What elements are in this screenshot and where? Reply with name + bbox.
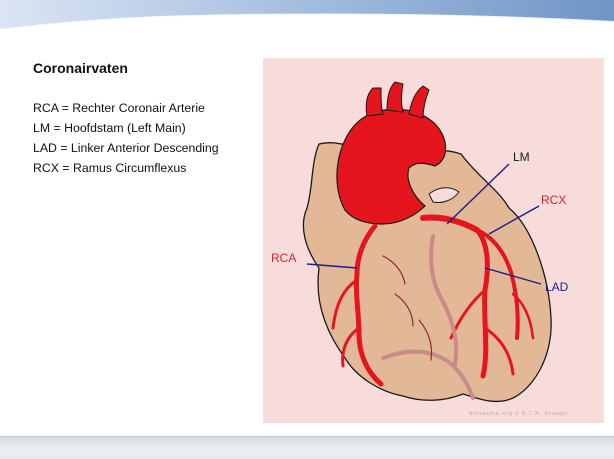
label-rcx: RCX (541, 193, 566, 207)
label-rca: RCA (271, 251, 296, 265)
heart-illustration: LM RCX RCA LAD Wikipedia.org © R.C.R. Kr… (263, 58, 604, 423)
abbreviation-list: RCA = Rechter Coronair Arterie LM = Hoof… (33, 98, 219, 178)
image-credit: Wikipedia.org © R.C.R. Kroeger (469, 411, 569, 417)
aortic-branch-2 (387, 82, 403, 112)
legend-item-lm: LM = Hoofdstam (Left Main) (33, 118, 219, 138)
aortic-branch-3 (409, 86, 429, 118)
aortic-branch-1 (366, 88, 383, 116)
label-lad: LAD (545, 280, 569, 294)
label-lm: LM (513, 150, 530, 164)
slide-title: Coronairvaten (33, 60, 128, 76)
header-band (0, 0, 614, 40)
legend-item-rca: RCA = Rechter Coronair Arterie (33, 98, 219, 118)
legend-item-lad: LAD = Linker Anterior Descending (33, 138, 219, 158)
legend-item-rcx: RCX = Ramus Circumflexus (33, 158, 219, 178)
footer-band (0, 436, 614, 459)
